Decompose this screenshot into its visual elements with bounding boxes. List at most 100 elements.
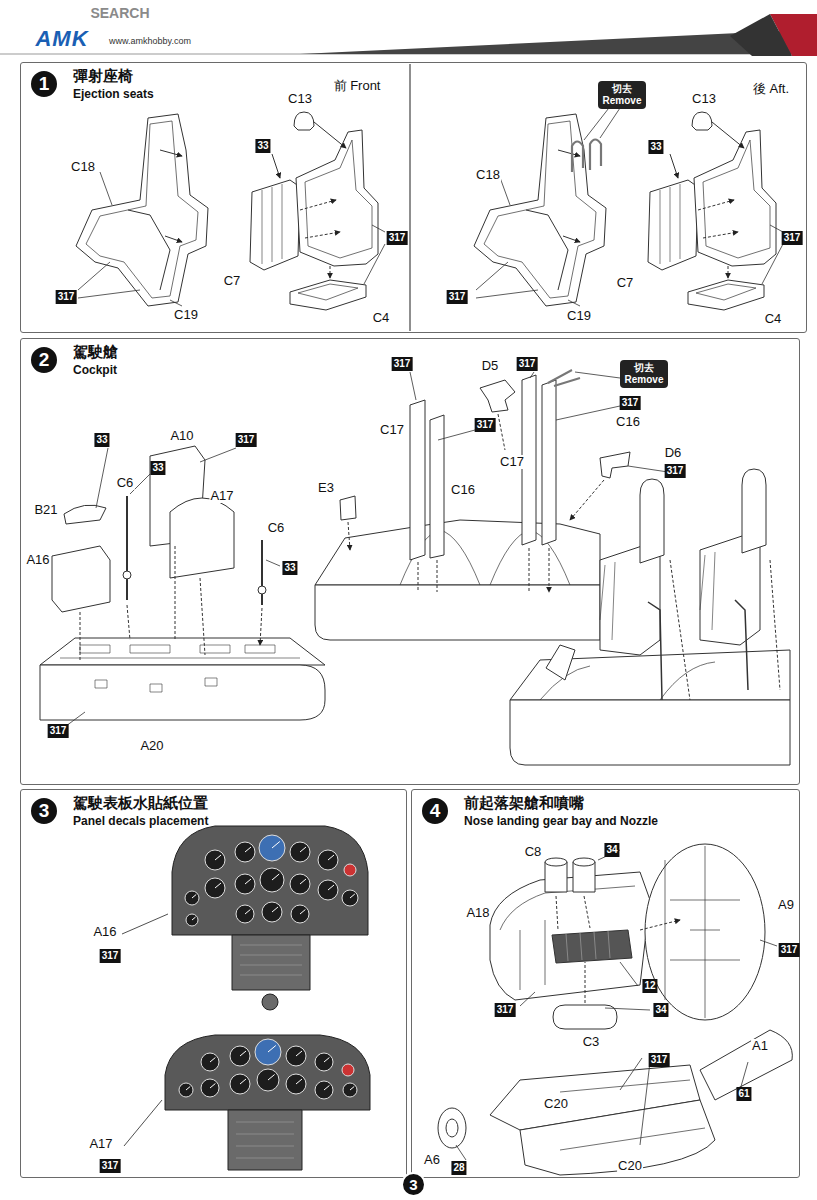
paint-code: 317 — [100, 949, 121, 963]
illustration-part — [490, 872, 650, 1000]
illustration-part — [328, 855, 334, 860]
illustration-part — [500, 886, 635, 990]
illustration-part — [64, 505, 106, 524]
step-number: 4 — [420, 796, 450, 826]
illustration-part — [348, 522, 350, 550]
illustration-part — [200, 448, 236, 462]
part-number: D6 — [664, 446, 683, 460]
illustration-part — [257, 1069, 279, 1091]
part-number: C17 — [499, 455, 525, 469]
illustration-part — [186, 1087, 190, 1091]
illustration-part — [409, 64, 411, 331]
illustration-part — [342, 890, 358, 906]
illustration-part — [742, 469, 766, 553]
illustration-part — [66, 712, 85, 726]
illustration-part — [480, 380, 515, 412]
paint-code: 33 — [150, 461, 165, 475]
paint-code: 12 — [642, 979, 657, 993]
step-panel: 駕駛艙Cockpit2 — [20, 338, 800, 785]
illustration-part — [474, 112, 783, 310]
illustration-part — [418, 548, 549, 592]
illustration-part — [510, 469, 790, 765]
part-number: A16 — [25, 553, 50, 567]
illustration-part — [328, 885, 334, 890]
part-number: B21 — [33, 503, 58, 517]
illustration-part — [205, 850, 225, 870]
illustration-part — [230, 1046, 250, 1066]
illustration-part — [245, 847, 251, 852]
step-number-text: 1 — [39, 73, 50, 95]
illustration-part — [122, 914, 168, 1146]
step-title: 駕駛艙 — [73, 343, 118, 362]
part-number: 前 Front — [333, 79, 382, 93]
remove-note: 切去 Remove — [620, 360, 668, 388]
step-title: 前起落架艙和噴嘴 — [464, 794, 584, 813]
illustration-part — [670, 560, 780, 700]
illustration-part — [80, 546, 262, 660]
paint-code: 34 — [653, 1003, 668, 1017]
part-number: 後 Aft. — [752, 82, 790, 96]
paint-code: 317 — [620, 396, 641, 410]
step-number-text: 3 — [409, 1176, 417, 1193]
illustration-part — [205, 878, 225, 898]
part-number: C6 — [116, 476, 135, 490]
illustration-part — [165, 1035, 370, 1110]
part-number: C13 — [691, 92, 717, 106]
illustration-part — [192, 917, 196, 920]
illustration-part — [665, 846, 740, 1018]
illustration-part — [456, 850, 777, 1160]
illustration-part — [291, 905, 309, 923]
part-number: C16 — [450, 483, 476, 497]
watermark: SEARCH — [90, 5, 149, 21]
part-number: C7 — [616, 276, 635, 290]
illustration-part — [80, 645, 275, 653]
illustration-part — [122, 826, 370, 1170]
illustration-part — [296, 1079, 302, 1084]
illustration-part — [566, 931, 610, 961]
part-number: A16 — [92, 925, 117, 939]
paint-code: 317 — [495, 1003, 516, 1017]
paint-code: 33 — [282, 561, 297, 575]
illustration-part — [640, 479, 664, 563]
illustration-part — [315, 1081, 333, 1099]
paint-code: 317 — [387, 231, 408, 245]
illustration-part — [290, 874, 310, 894]
illustration-part — [572, 142, 583, 173]
illustration-part — [268, 1046, 276, 1053]
part-number: C18 — [475, 168, 501, 182]
paint-code: 28 — [451, 1161, 466, 1175]
illustration-part — [40, 446, 325, 726]
part-number: C20 — [543, 1097, 569, 1111]
part-number: A17 — [209, 489, 234, 503]
illustration-part — [185, 891, 199, 905]
illustration-part — [546, 645, 575, 680]
illustration-part — [700, 535, 760, 645]
illustration-part — [215, 855, 221, 860]
page-number: 3 — [401, 1172, 426, 1197]
illustration-part — [520, 1100, 715, 1175]
illustration-part — [545, 862, 595, 892]
illustration-part — [510, 700, 790, 765]
illustration-part — [324, 1058, 329, 1063]
illustration-part — [438, 1108, 466, 1148]
illustration-part — [60, 658, 300, 659]
paint-code: 317 — [392, 357, 413, 371]
part-number: A20 — [139, 739, 164, 753]
part-number: E3 — [317, 481, 335, 495]
step-number: 2 — [29, 345, 59, 375]
illustration-part — [344, 864, 356, 876]
part-number: C13 — [287, 92, 313, 106]
illustration-part — [645, 844, 765, 1020]
illustration-part — [552, 930, 632, 963]
part-number: A1 — [751, 1039, 769, 1053]
part-number: C6 — [267, 521, 286, 535]
illustration-part — [290, 842, 310, 862]
illustration-part — [215, 883, 221, 888]
illustration-part — [272, 842, 280, 849]
illustration-part — [600, 452, 630, 478]
illustration-part — [600, 562, 615, 640]
illustration-part — [315, 1053, 333, 1071]
illustration-part — [210, 1058, 215, 1063]
step-number-text: 3 — [39, 800, 50, 822]
illustration-part — [542, 380, 556, 545]
